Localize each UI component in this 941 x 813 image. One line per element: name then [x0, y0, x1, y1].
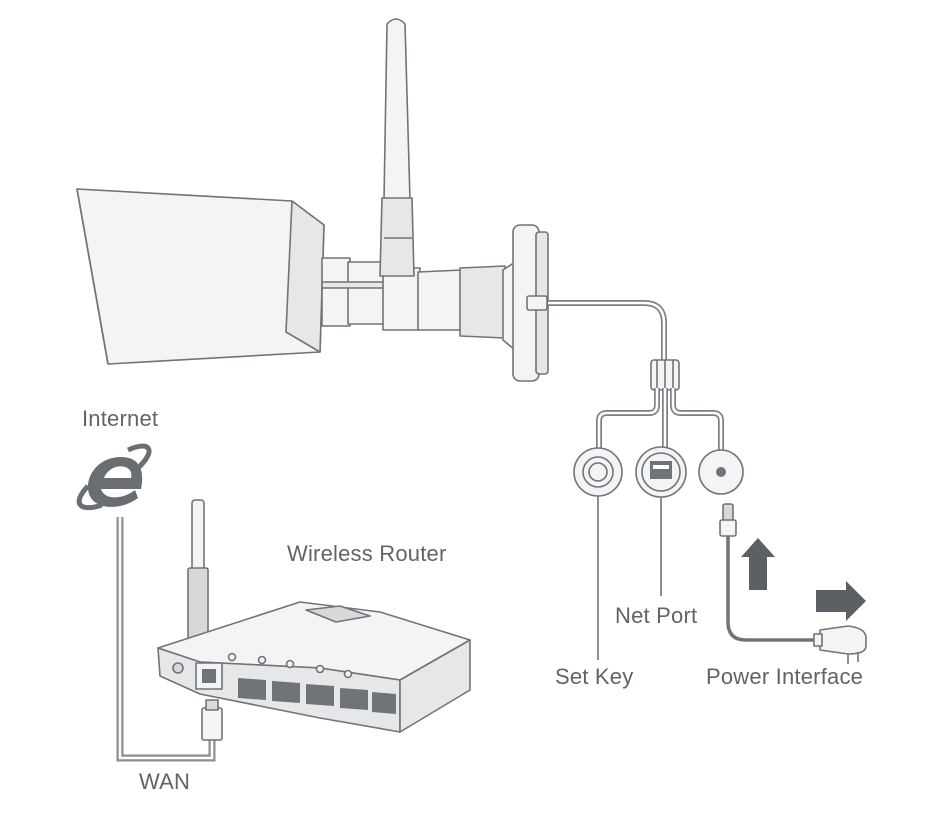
camera — [76, 18, 680, 391]
net-port-label: Net Port — [615, 603, 698, 628]
wan-label: WAN — [139, 769, 191, 794]
connector-cables — [596, 388, 724, 450]
camera-housing — [76, 188, 325, 365]
arrow-up-icon — [741, 538, 775, 590]
power-connector — [698, 449, 744, 495]
set-key-label: Set Key — [555, 664, 634, 689]
arrow-right-icon — [816, 581, 866, 621]
wan-cable — [116, 517, 223, 762]
camera-antenna — [379, 18, 415, 277]
ie-e-icon — [76, 443, 152, 511]
camera-mount — [512, 224, 549, 382]
router-antenna — [187, 499, 209, 645]
router — [157, 499, 471, 733]
power-adapter — [719, 503, 867, 664]
set-key-connector — [573, 447, 623, 660]
internet-label: Internet — [82, 406, 159, 431]
router-label: Wireless Router — [287, 541, 447, 566]
camera-neck — [321, 257, 516, 351]
net-port-connector — [635, 446, 687, 596]
router-lan-ports — [238, 678, 396, 714]
power-interface-label: Power Interface — [706, 664, 864, 689]
